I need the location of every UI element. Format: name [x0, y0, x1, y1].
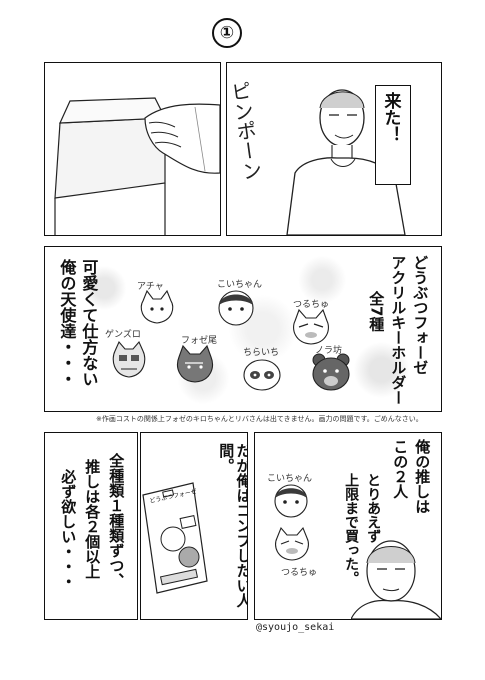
monologue-line-1: 可愛くて仕方ない	[79, 259, 99, 387]
keychain-package-drawing	[142, 482, 208, 594]
wants-line-3: 必ず欲しい・・・	[59, 469, 78, 589]
label-koichan-fav: こいちゃん	[267, 474, 313, 484]
title-line-3: 全7種	[367, 291, 386, 332]
fozeo-keychain	[177, 344, 213, 383]
label-genzuro: ゲンズロ	[105, 330, 141, 340]
koichan-keychain-fav	[274, 484, 308, 518]
label-fozeo: フォゼ尾	[181, 336, 218, 346]
label-chiraichi: ちらいち	[243, 348, 280, 358]
wants-line-1: 全種類１種類ずつ、	[107, 453, 126, 588]
norabou-keychain	[312, 353, 350, 391]
chiraichi-keychain	[243, 359, 281, 391]
footnote: ※作画コストの関係上フォゼのキロちゃんとリバさんは出てきません。画力の問題です。…	[96, 415, 423, 423]
panel-complete-collector: だが俺はコンプしたい人間。 どうぶつフォーゼ	[140, 432, 248, 620]
panel-favorites: 俺の推しは この２人 とりあえず 上限まで買った。 こいちゃん つるちゅ	[254, 432, 442, 620]
label-acha: アチャ	[137, 282, 164, 292]
thought2-line-2: 上限まで買った。	[343, 473, 360, 585]
label-koichan: こいちゃん	[217, 280, 263, 290]
label-tsuruchu-fav: つるちゅ	[281, 568, 318, 578]
box-and-hand-drawing	[54, 97, 220, 235]
title-line-2: アクリルキーホルダー	[389, 255, 408, 405]
panel-wants-all: 全種類１種類ずつ、 推しは各２個以上 必ず欲しい・・・	[44, 432, 138, 620]
panel-box-delivery	[44, 62, 221, 236]
wants-line-2: 推しは各２個以上	[83, 459, 102, 579]
panel-keychain-lineup: 可愛くて仕方ない 俺の天使達・・・ どうぶつフォーゼ アクリルキーホルダー 全7…	[44, 246, 442, 412]
speech-text-arrived: 来た！	[380, 92, 401, 143]
label-tsuruchu: つるちゅ	[293, 300, 330, 310]
tsuruchu-keychain-fav	[274, 526, 310, 561]
panel-man-at-door: ピンポーン 来た！	[226, 62, 442, 236]
man-closeup-drawing	[351, 540, 441, 619]
thought1-line-1: 俺の推しは	[413, 439, 432, 514]
tsuruchu-keychain	[293, 308, 329, 345]
collector-line: だが俺はコンプしたい人間。	[217, 443, 248, 608]
thought2-line-1: とりあえず	[365, 473, 382, 543]
thought1-line-2: この２人	[391, 439, 410, 499]
sparkle-background	[45, 247, 441, 411]
page-number: ①	[212, 18, 242, 48]
title-line-1: どうぶつフォーゼ	[411, 255, 430, 375]
acha-keychain	[140, 289, 174, 324]
genzuro-keychain	[112, 340, 146, 378]
label-norabou: ノラ坊	[315, 346, 343, 356]
monologue-line-2: 俺の天使達・・・	[57, 259, 77, 387]
speech-bubble-arrived: 来た！	[375, 85, 411, 185]
artist-credit: @syoujo_sekai	[256, 622, 335, 633]
koichan-keychain	[218, 290, 254, 326]
